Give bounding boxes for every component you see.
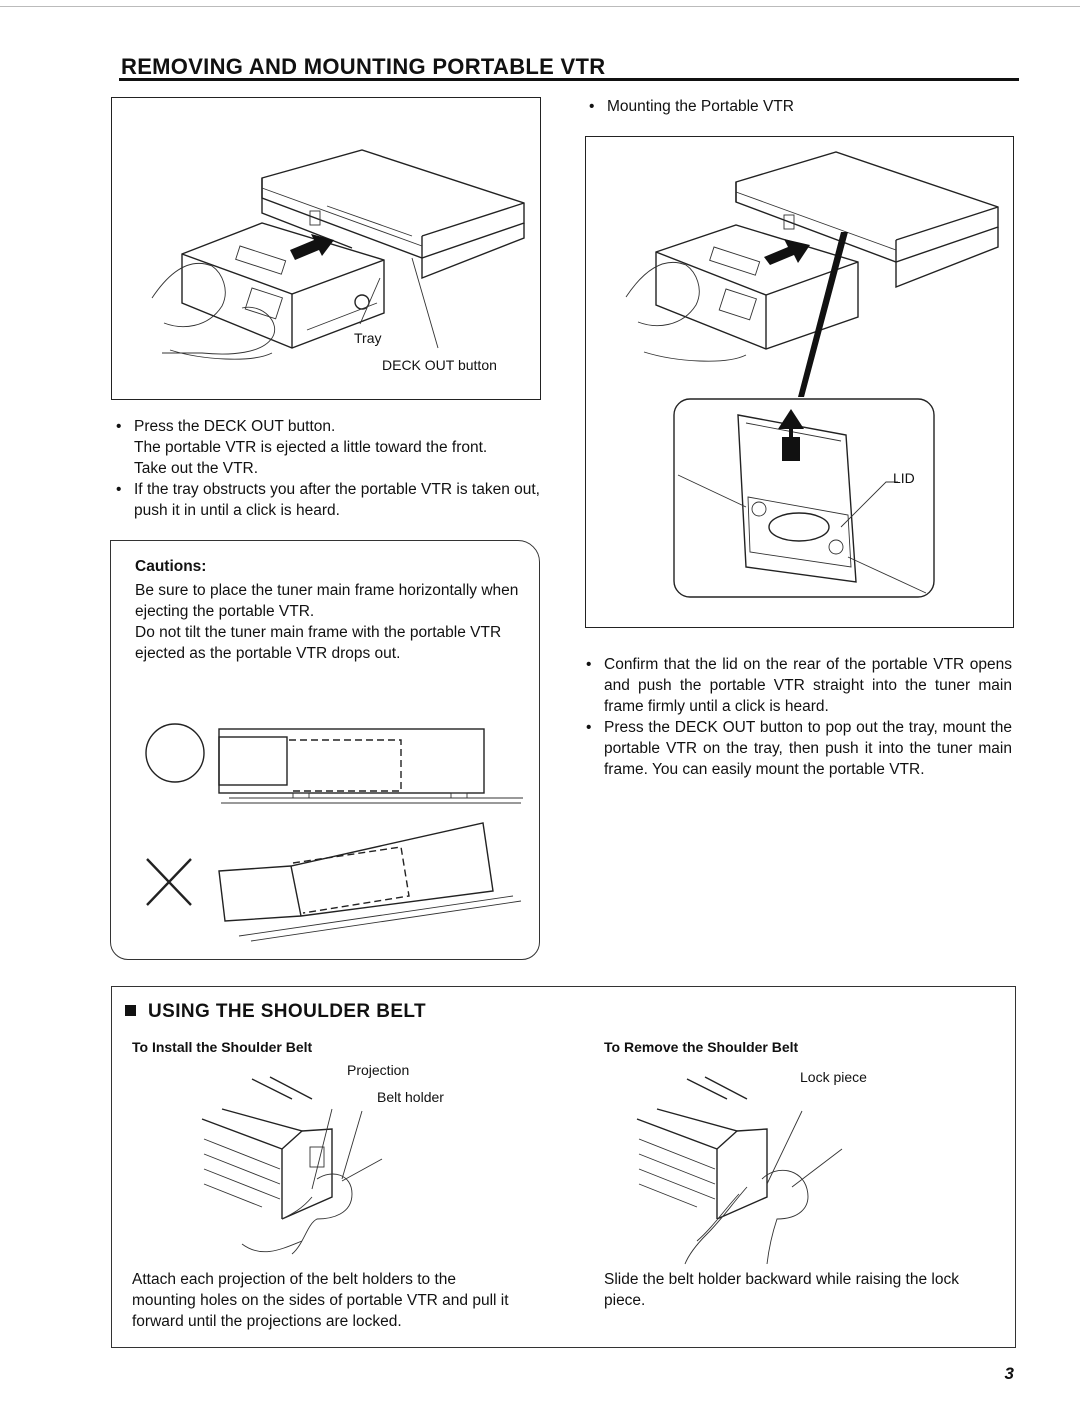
remove-steps: Press the DECK OUT button. The portable … xyxy=(114,416,540,521)
mounting-step-item: Confirm that the lid on the rear of the … xyxy=(584,654,1012,717)
shoulder-belt-box: USING THE SHOULDER BELT To Install the S… xyxy=(111,986,1016,1348)
remove-step-item: Press the DECK OUT button. The portable … xyxy=(114,416,540,479)
cautions-text-2: Do not tilt the tuner main frame with th… xyxy=(135,624,502,662)
page-number: 3 xyxy=(1004,1364,1014,1383)
remove-step-text: The portable VTR is ejected a little tow… xyxy=(134,439,488,456)
remove-belt-title: To Remove the Shoulder Belt xyxy=(604,1039,799,1055)
cautions-box: Cautions: Be sure to place the tuner mai… xyxy=(110,540,540,960)
shoulder-belt-heading: USING THE SHOULDER BELT xyxy=(125,1001,426,1023)
vtr-mount-illustration xyxy=(625,151,999,598)
page-title: REMOVING AND MOUNTING PORTABLE VTR xyxy=(121,54,606,79)
caution-illustration xyxy=(145,723,523,942)
shoulder-belt-heading-text: USING THE SHOULDER BELT xyxy=(148,1001,427,1022)
belt-holder-label: Belt holder xyxy=(377,1089,444,1105)
cautions-title: Cautions: xyxy=(135,558,207,575)
install-belt-title: To Install the Shoulder Belt xyxy=(132,1039,313,1055)
remove-step-item: If the tray obstructs you after the port… xyxy=(114,479,540,521)
title-underline xyxy=(119,78,1019,81)
remove-step-text: Take out the VTR. xyxy=(134,460,259,477)
vtr-eject-illustration xyxy=(151,149,525,360)
belt-remove-illustration xyxy=(636,1076,843,1265)
install-belt-text: Attach each projection of the belt holde… xyxy=(132,1271,509,1330)
mounting-step-item: Press the DECK OUT button to pop out the… xyxy=(584,717,1012,780)
lock-piece-label: Lock piece xyxy=(800,1069,867,1085)
belt-install-illustration xyxy=(201,1076,383,1255)
top-rule xyxy=(0,6,1080,7)
remove-step-text: Press the DECK OUT button. xyxy=(134,418,336,435)
remove-belt-text: Slide the belt holder backward while rai… xyxy=(604,1271,959,1309)
mounting-steps: Confirm that the lid on the rear of the … xyxy=(584,654,1012,780)
projection-label: Projection xyxy=(347,1062,410,1078)
tray-label: Tray xyxy=(354,330,382,346)
mount-figure-frame: LID xyxy=(585,136,1014,628)
remove-figure-frame: Tray DECK OUT button xyxy=(111,97,541,400)
square-bullet-icon xyxy=(125,1005,136,1016)
mounting-heading-row: Mounting the Portable VTR xyxy=(587,96,1017,117)
mounting-heading: Mounting the Portable VTR xyxy=(587,96,1017,117)
deck-out-label: DECK OUT button xyxy=(382,357,497,373)
cautions-text-1: Be sure to place the tuner main frame ho… xyxy=(135,582,519,620)
lid-label: LID xyxy=(893,470,915,486)
ok-circle-icon xyxy=(145,723,205,783)
remove-step-text: If the tray obstructs you after the port… xyxy=(134,481,540,519)
ng-cross-icon xyxy=(146,858,192,906)
